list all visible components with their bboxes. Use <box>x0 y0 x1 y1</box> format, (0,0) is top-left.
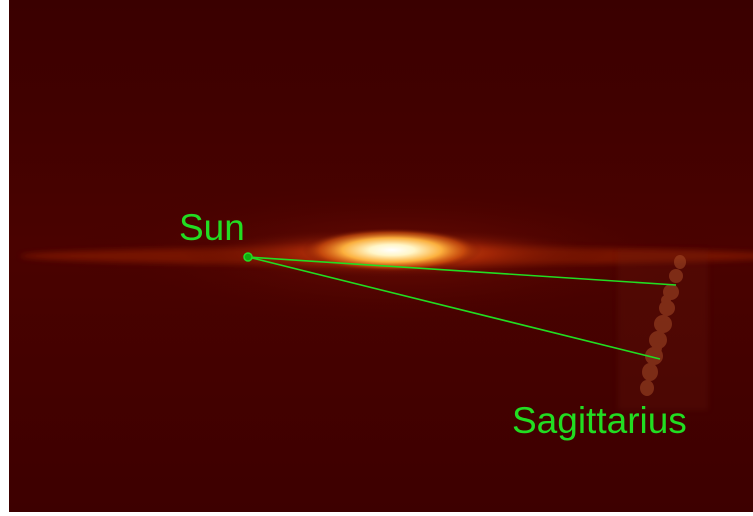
galactic-core <box>302 228 482 272</box>
sagittarius-label: Sagittarius <box>512 400 687 441</box>
sun-marker <box>243 252 253 262</box>
frame-left <box>0 0 9 516</box>
frame-bottom <box>0 512 753 516</box>
sun-label: Sun <box>179 207 245 248</box>
sight-line-upper <box>247 256 677 286</box>
sight-line-lower <box>247 256 661 360</box>
sagittarius-glow <box>618 250 708 410</box>
